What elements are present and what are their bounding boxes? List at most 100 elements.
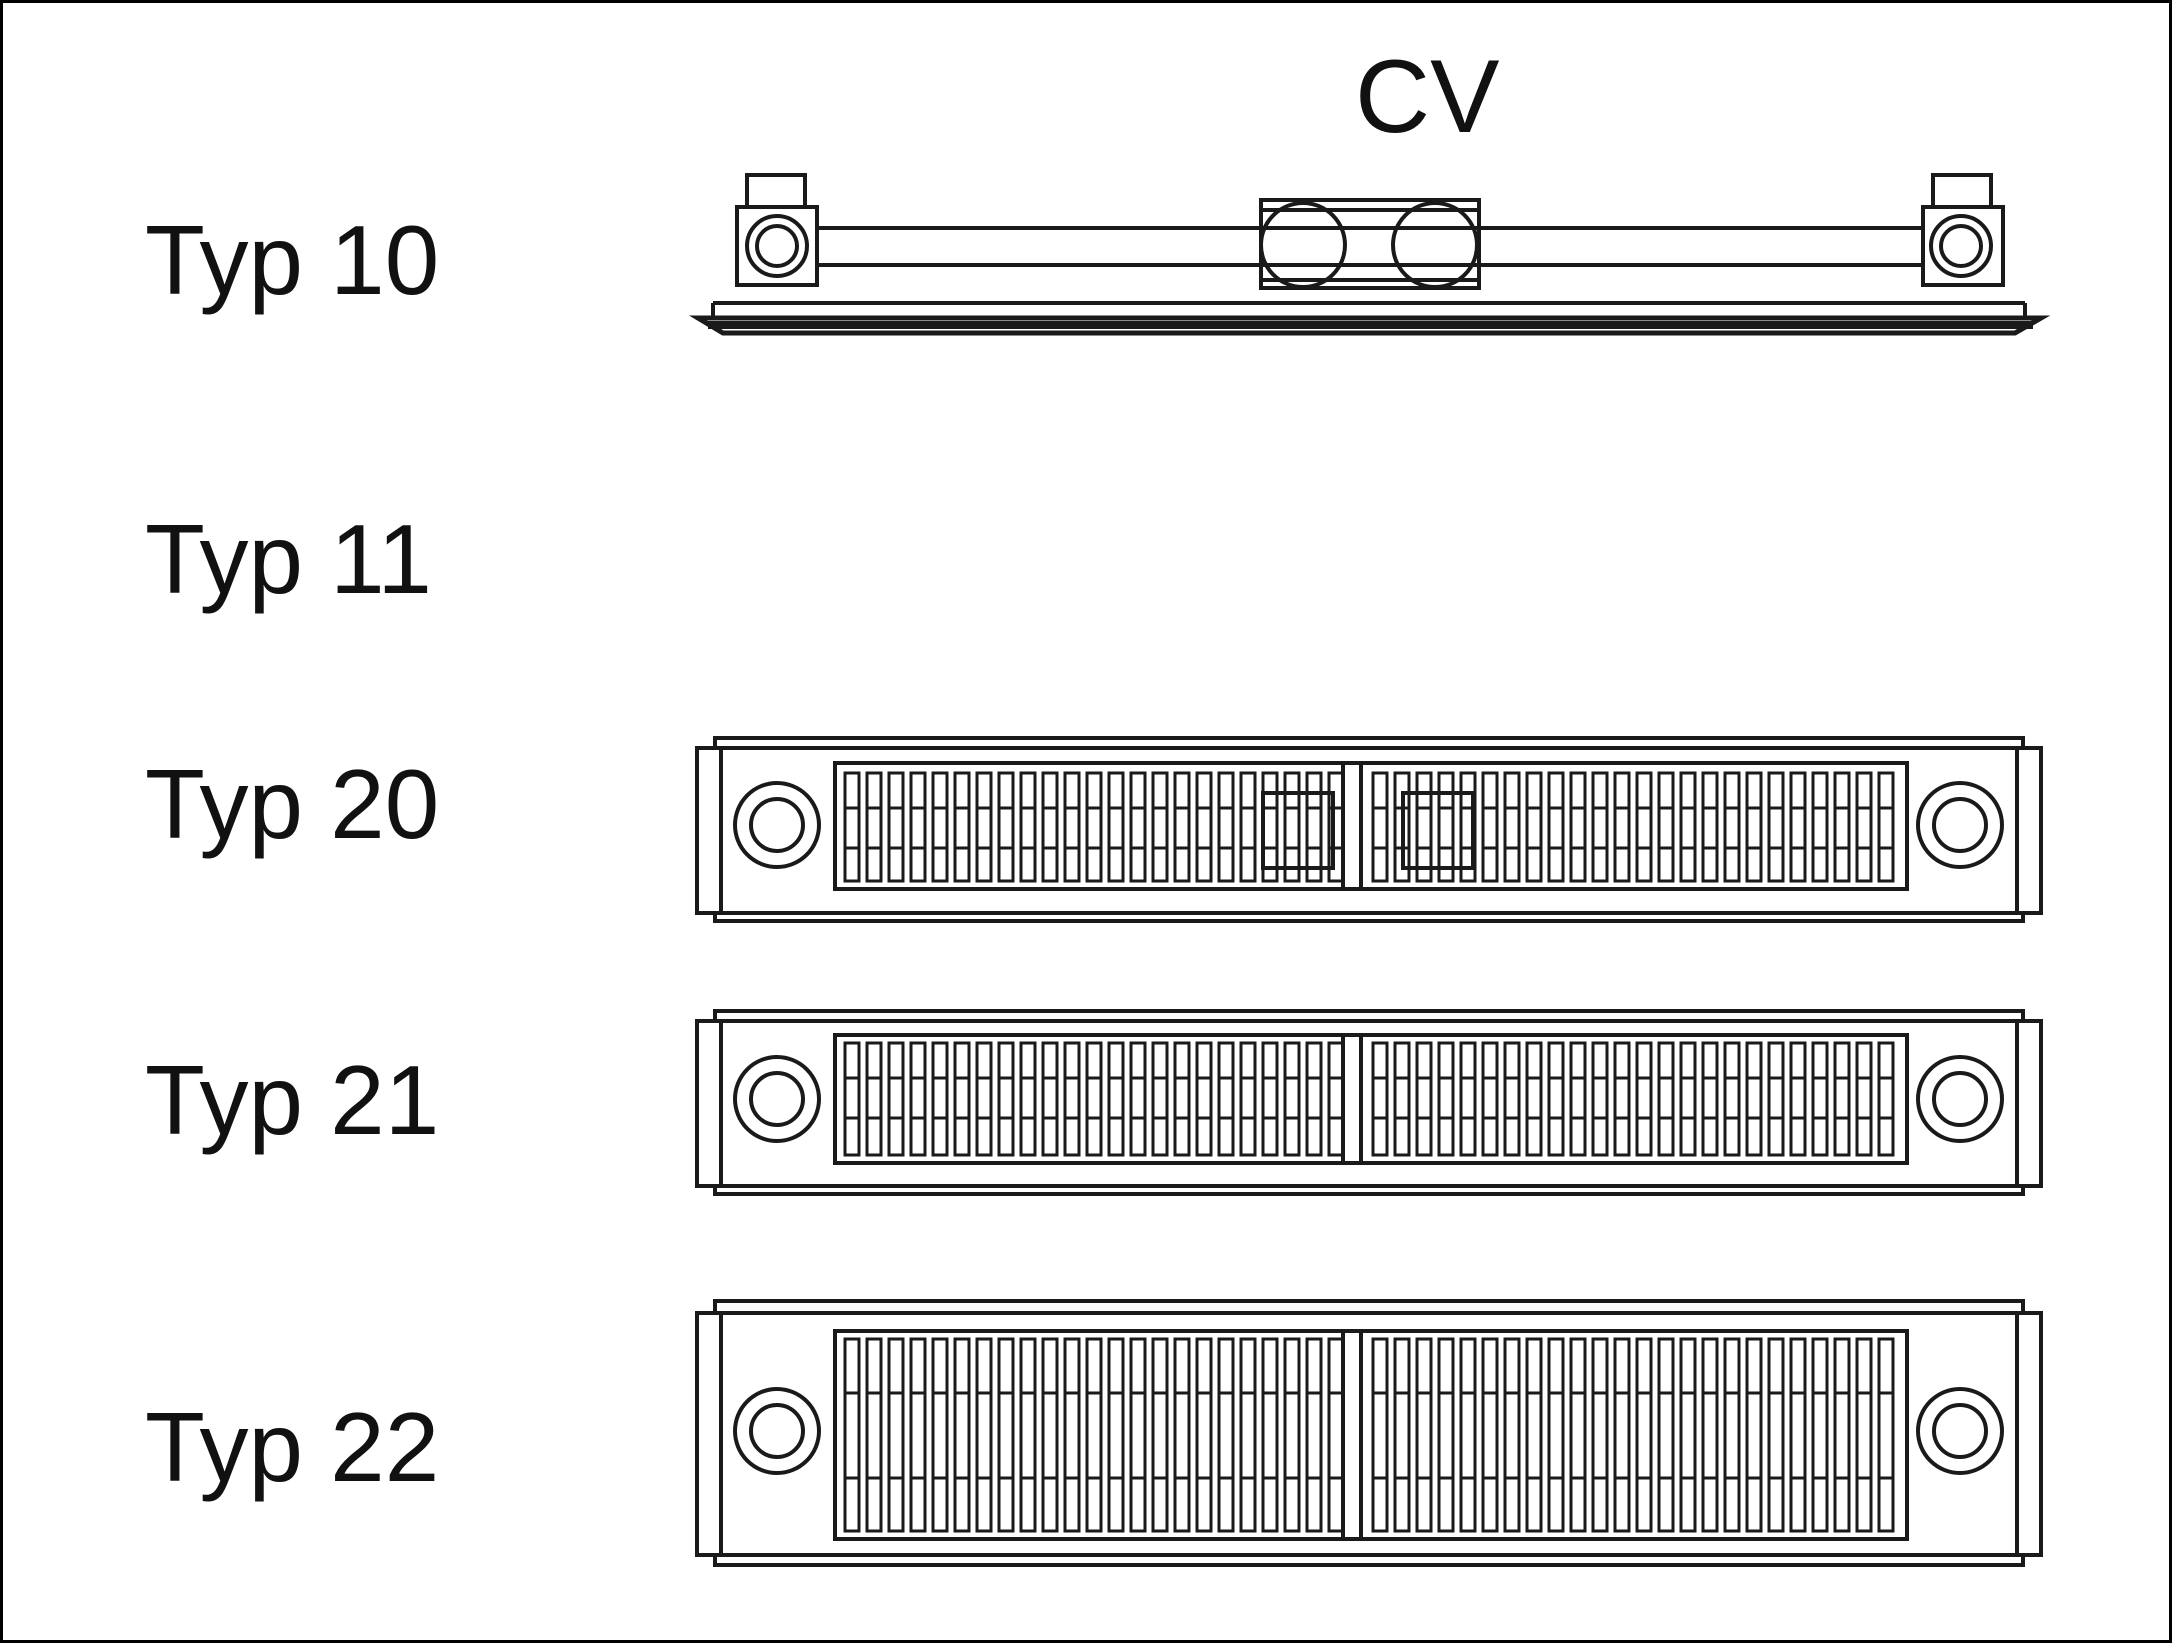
convector-fin [1679,1337,1697,1533]
convector-fin [1151,1337,1169,1533]
convector-fin [1833,1041,1851,1157]
convector-fin [1261,1041,1279,1157]
convector-fin [909,1041,927,1157]
convector-fin [1415,1041,1433,1157]
cv-label: CV [1355,39,1500,155]
convector-fin [1173,771,1191,883]
convector-fin [1855,1041,1873,1157]
convector-fin [1437,1337,1455,1533]
convector-fin [1767,1337,1785,1533]
typ-20-radiator-top-view [695,736,2043,923]
convector-fin [1393,771,1411,883]
convector-fin [1085,1041,1103,1157]
convector-fin [1481,1337,1499,1533]
convector-fin [1217,1041,1235,1157]
convector-fin [865,1041,883,1157]
convector-fin [975,771,993,883]
convector-fin [1613,771,1631,883]
convector-fin [1459,1337,1477,1533]
convector-fin [1019,771,1037,883]
convector-fin [1283,1041,1301,1157]
typ-11-label: Typ 11 [145,504,432,614]
convector-fin [953,1041,971,1157]
convector-fin [1547,1337,1565,1533]
convector-fin [1701,1337,1719,1533]
convector-fin [1371,1041,1389,1157]
convector-fin [1019,1337,1037,1533]
convector-fin [1591,1041,1609,1157]
convector-fin [953,1337,971,1533]
convector-fin [1305,771,1323,883]
convector-fin [1019,1041,1037,1157]
convector-fin [1283,1337,1301,1533]
convector-fin [843,771,861,883]
convector-fin [1393,1337,1411,1533]
convector-fin [1415,771,1433,883]
convector-fin [1239,771,1257,883]
convector-fin [1767,771,1785,883]
convector-fin [1855,1337,1873,1533]
convector-fin [1877,771,1895,883]
convector-fin [1481,771,1499,883]
convector-fin [1745,771,1763,883]
convector-fin [1371,771,1389,883]
convector-fin [1239,1041,1257,1157]
typ-10-label: Typ 10 [145,205,440,315]
convector-fin [1107,1041,1125,1157]
convector-fin [843,1337,861,1533]
convector-fin [1811,1337,1829,1533]
convector-fin [865,771,883,883]
convector-fin [953,771,971,883]
convector-fin [1723,1041,1741,1157]
convector-fin [1261,771,1279,883]
convector-fin [1789,1041,1807,1157]
convector-fin [1503,1041,1521,1157]
convector-fin [1525,1041,1543,1157]
radiator-drawings [688,173,2051,1567]
convector-fin [1459,1041,1477,1157]
convector-fin [1107,771,1125,883]
typ-21-radiator-top-view [695,1009,2043,1196]
convector-fin [1305,1041,1323,1157]
convector-fin [1569,1337,1587,1533]
convector-fin [1613,1041,1631,1157]
convector-fin [1811,1041,1829,1157]
convector-fin [1195,1041,1213,1157]
convector-fin [1305,1337,1323,1533]
convector-fin [1415,1337,1433,1533]
convector-fin [1217,1337,1235,1533]
convector-fin [1701,771,1719,883]
convector-fin [1591,771,1609,883]
convector-fin [1107,1337,1125,1533]
convector-fin [1503,771,1521,883]
convector-fin [1437,1041,1455,1157]
convector-fin [1723,771,1741,883]
convector-fin [1789,771,1807,883]
convector-fin [1173,1337,1191,1533]
convector-fin [1745,1337,1763,1533]
convector-fin [1613,1337,1631,1533]
convector-fin [1547,771,1565,883]
convector-fin [1327,1337,1345,1533]
convector-fin [1833,1337,1851,1533]
convector-fin [1701,1041,1719,1157]
convector-fin [1569,1041,1587,1157]
convector-fin [931,1337,949,1533]
convector-fin [1393,1041,1411,1157]
convector-fin [1129,1337,1147,1533]
convector-fin [1195,771,1213,883]
convector-fin [1657,771,1675,883]
convector-fin [1569,771,1587,883]
convector-fin [1481,1041,1499,1157]
convector-fin [1635,1337,1653,1533]
convector-fin [909,1337,927,1533]
convector-fin [1261,1337,1279,1533]
convector-fin [1591,1337,1609,1533]
convector-fin [1811,771,1829,883]
convector-fin [1833,771,1851,883]
convector-fin [1195,1337,1213,1533]
convector-fin [1525,1337,1543,1533]
convector-fin [1877,1041,1895,1157]
convector-fin [1217,771,1235,883]
